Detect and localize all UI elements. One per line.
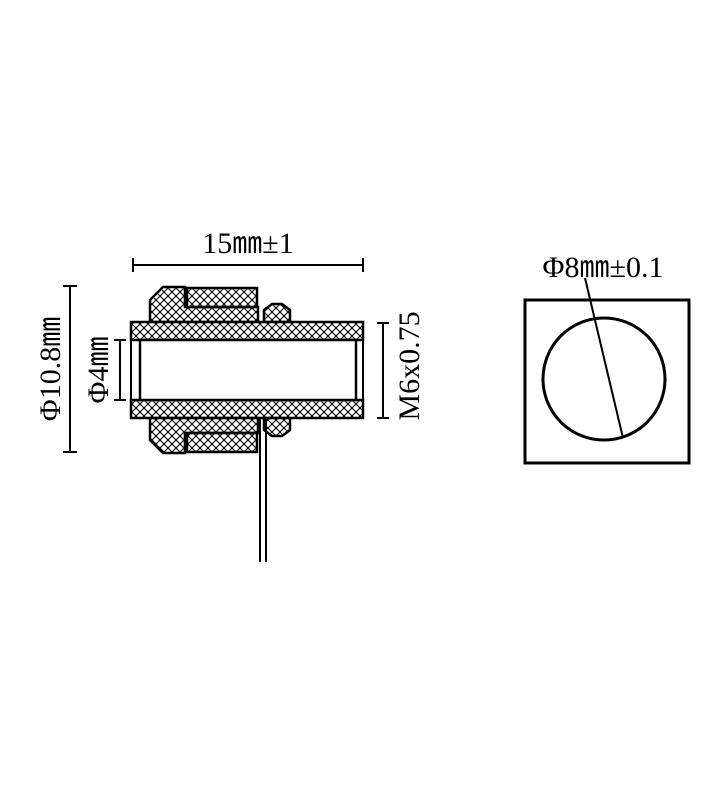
leader-line — [584, 277, 624, 439]
bore — [138, 338, 358, 402]
outer-diameter-label: Φ10.8㎜ — [34, 317, 67, 421]
insert-block — [185, 286, 259, 454]
bore-size-label: Φ8㎜±0.1 — [543, 251, 664, 284]
front-view: Φ8㎜±0.1 — [523, 251, 691, 465]
side-section-view: 15㎜±1 Φ10.8㎜ Φ4㎜ M6x0.75 — [34, 227, 426, 562]
length-label: 15㎜±1 — [202, 227, 293, 260]
bore-circle — [541, 316, 667, 442]
lead-wire — [259, 418, 267, 562]
square-frame — [523, 298, 691, 465]
bore-diameter-dimension: Φ4㎜ — [82, 337, 126, 404]
retaining-nut — [148, 285, 260, 455]
thread-dimension: M6x0.75 — [377, 311, 426, 421]
length-dimension: 15㎜±1 — [132, 227, 364, 272]
outer-diameter-dimension: Φ10.8㎜ — [34, 285, 77, 453]
thread-label: M6x0.75 — [393, 311, 426, 420]
bore-diameter-label: Φ4㎜ — [82, 337, 115, 404]
